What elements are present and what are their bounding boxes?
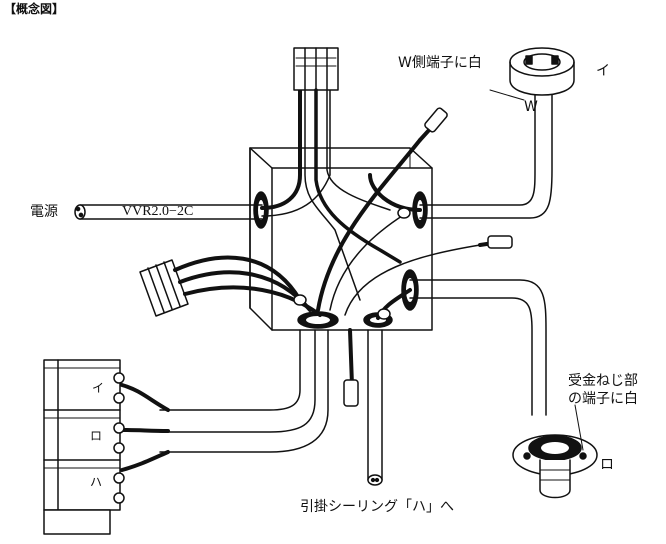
switch-bank [43,359,125,535]
diagram-title: 【概念図】 [4,2,65,16]
receptacle-note-2: の端子に白 [568,391,638,407]
switch-ha-label: ハ [90,475,103,489]
switch-cables [120,329,329,472]
w-mark: W [524,99,538,115]
switch-i-label: イ [92,381,105,395]
i-mark-top: イ [596,63,610,79]
power-cable [74,88,331,220]
ro-mark: ロ [600,457,614,473]
ceiling-cable [367,329,383,486]
receptacle-note-1: 受金ねじ部 [568,373,638,389]
ceiling-note: 引掛シーリング「ハ」へ [300,499,454,515]
inner-wires [293,138,481,320]
w-terminal-note: W側端子に白 [398,55,482,71]
power-label: 電源 [30,204,58,220]
receptacle-bottom [409,279,598,499]
joint-box [249,147,433,331]
switch-ro-label: ロ [90,429,103,443]
small-plugs [343,107,513,407]
cable-label: VVR2.0−2C [122,204,194,219]
lampholder-top [419,47,575,219]
top-connector [293,47,402,301]
